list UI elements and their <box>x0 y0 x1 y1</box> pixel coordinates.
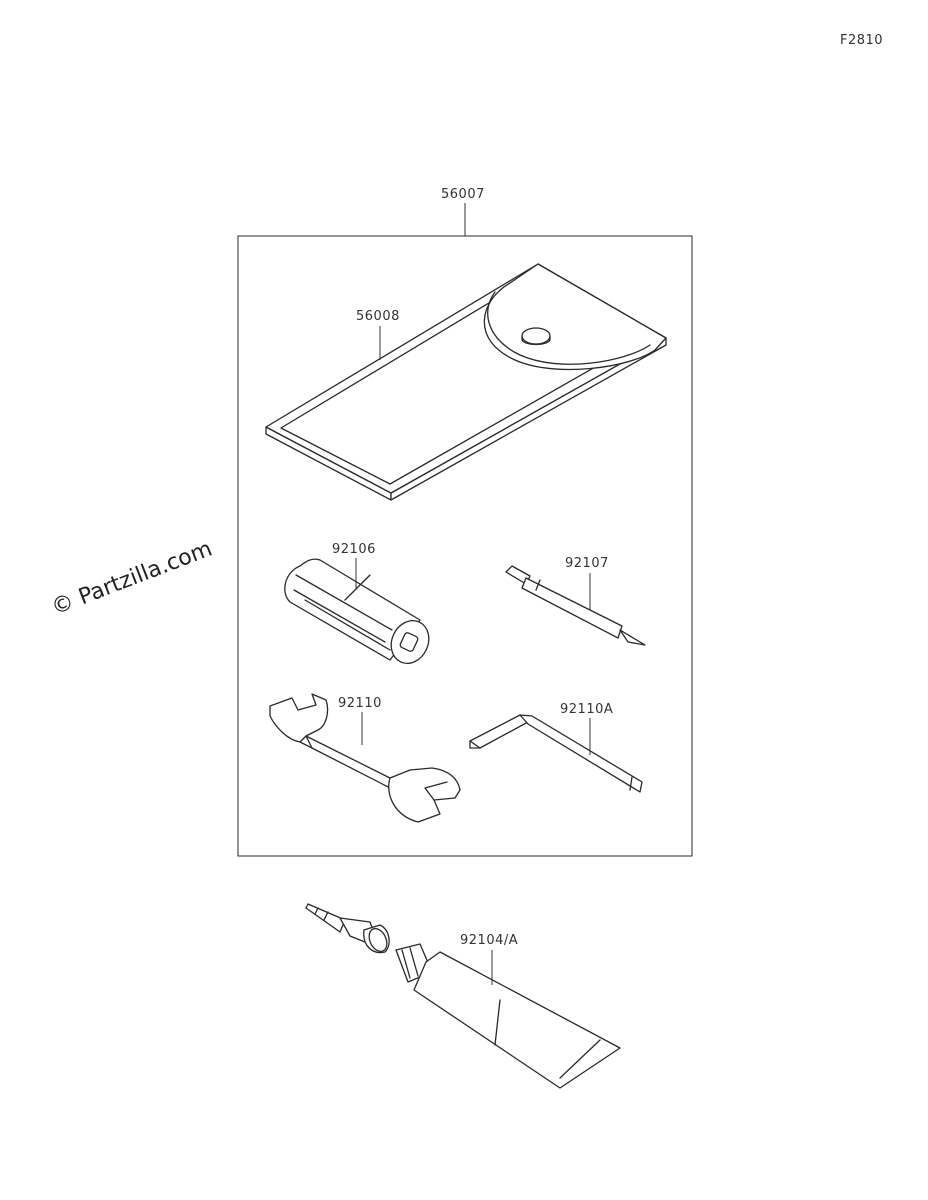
part-label-kit[interactable]: 56007 <box>441 187 485 202</box>
hex-key[interactable] <box>469 714 643 793</box>
part-label-wrench[interactable]: 92110 <box>338 696 382 711</box>
part-label-screwdriver-handle[interactable]: 92106 <box>332 542 376 557</box>
grease-tube[interactable] <box>305 903 621 1089</box>
part-label-case[interactable]: 56008 <box>356 309 400 324</box>
part-label-grease-tube[interactable]: 92104/A <box>460 933 518 948</box>
watermark: © Partzilla.com <box>48 536 215 620</box>
screwdriver-handle[interactable] <box>284 558 436 669</box>
tool-case[interactable] <box>265 263 667 501</box>
kit-box <box>237 235 693 857</box>
wrench[interactable] <box>269 693 461 823</box>
diagram-code: F2810 <box>840 33 883 48</box>
part-label-hex-key[interactable]: 92110A <box>560 702 613 717</box>
screwdriver-bit[interactable] <box>505 565 646 646</box>
part-label-screwdriver-bit[interactable]: 92107 <box>565 556 609 571</box>
